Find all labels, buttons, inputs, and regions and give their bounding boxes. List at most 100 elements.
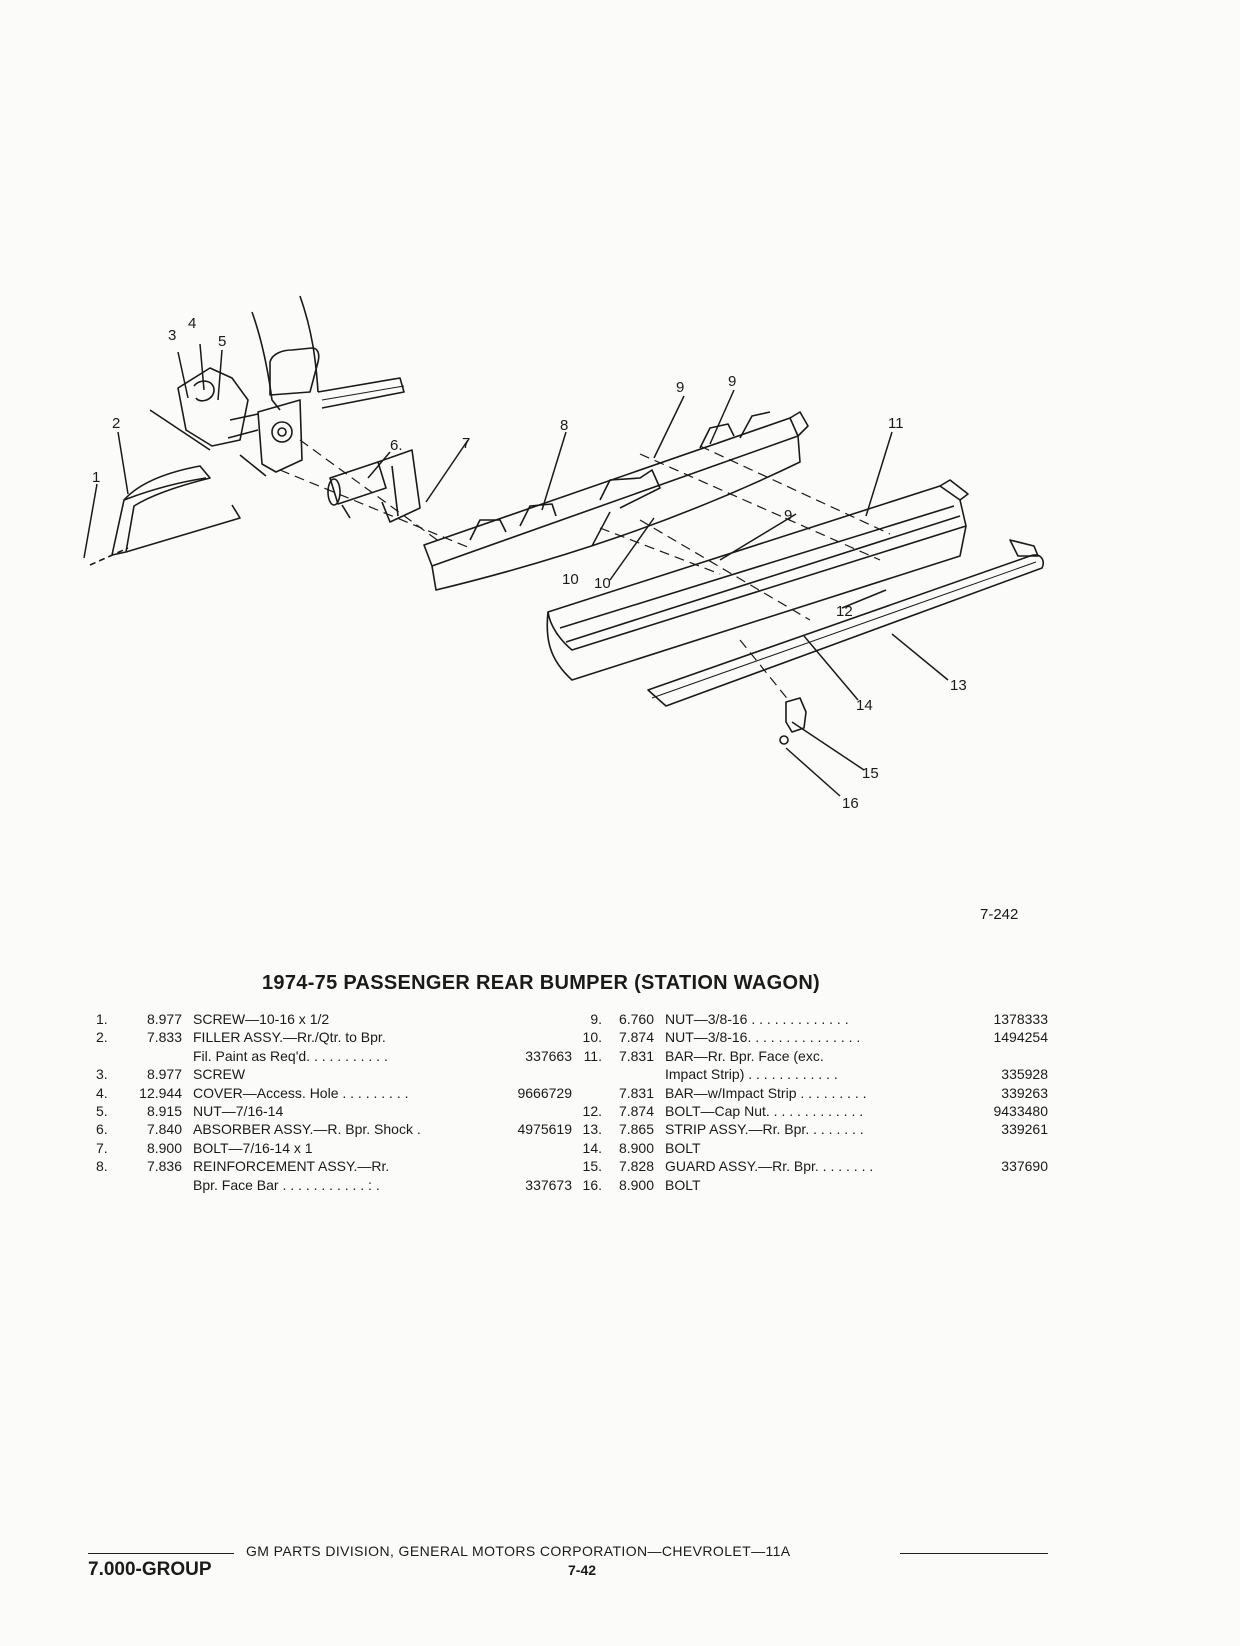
callout-9b: 9 <box>728 373 736 390</box>
item-number: 7. <box>96 1139 108 1156</box>
group-number: 8.977 <box>146 1066 182 1083</box>
part-description: Fil. Paint as Req'd. . . . . . . . . . . <box>193 1047 388 1064</box>
parts-row: 7.831 BAR—w/Impact Strip . . . . . . . . … <box>568 1084 1048 1102</box>
parts-row: 14. 8.900 BOLT <box>568 1139 1048 1157</box>
part-description: SCREW—10-16 x 1/2 <box>193 1011 330 1027</box>
group-number: 7.831 <box>618 1047 654 1064</box>
filler-assembly-drawing <box>89 465 241 566</box>
group-number: 7.828 <box>618 1158 654 1175</box>
part-number: 339261 <box>1001 1121 1048 1138</box>
callout-3: 3 <box>168 327 176 344</box>
impact-strip-drawing <box>647 539 1045 707</box>
parts-row: 2. 7.833 FILLER ASSY.—Rr./Qtr. to Bpr. <box>96 1028 566 1046</box>
group-number: 7.833 <box>146 1029 182 1046</box>
part-number: 337673 <box>525 1176 572 1193</box>
shock-absorber-drawing <box>327 449 421 523</box>
group-label: 7.000-GROUP <box>88 1559 212 1580</box>
callout-10b: 10 <box>594 575 611 592</box>
group-number: 8.900 <box>618 1139 654 1156</box>
callout-1: 1 <box>92 469 100 486</box>
exploded-diagram: 1 2 3 4 5 6. 7 8 9 9 9 10 10 11 12 13 14… <box>83 295 1045 812</box>
callout-10a: 10 <box>562 571 579 588</box>
group-number: 8.900 <box>146 1139 182 1156</box>
item-number: 9. <box>590 1011 602 1027</box>
item-number: 5. <box>96 1102 108 1119</box>
part-description: BOLT <box>665 1176 701 1193</box>
page-number: 7-42 <box>568 1562 597 1578</box>
group-number: 7.840 <box>146 1121 182 1138</box>
part-number: 1378333 <box>993 1011 1048 1027</box>
callout-6: 6. <box>390 437 403 454</box>
item-number: 12. <box>582 1102 602 1119</box>
part-description: BAR—w/Impact Strip . . . . . . . . . <box>665 1084 867 1101</box>
callout-9c: 9 <box>784 507 792 524</box>
item-number: 15. <box>582 1158 602 1175</box>
parts-row: 5. 8.915 NUT—7/16-14 <box>96 1102 566 1120</box>
callout-13: 13 <box>950 677 967 694</box>
callout-7: 7 <box>462 435 470 452</box>
part-number: 339263 <box>1001 1084 1048 1101</box>
group-number: 8.915 <box>146 1102 182 1119</box>
part-description: Impact Strip) . . . . . . . . . . . . <box>665 1066 838 1083</box>
part-description: FILLER ASSY.—Rr./Qtr. to Bpr. <box>193 1029 386 1046</box>
part-description: NUT—7/16-14 <box>193 1102 284 1119</box>
part-description: GUARD ASSY.—Rr. Bpr. . . . . . . . <box>665 1158 874 1175</box>
item-number: 10. <box>582 1029 602 1046</box>
group-number: 7.874 <box>618 1102 654 1119</box>
parts-row: Impact Strip) . . . . . . . . . . . . 335… <box>568 1065 1048 1083</box>
part-description: SCREW <box>193 1066 246 1083</box>
figure-id: 7-242 <box>980 906 1019 923</box>
reinforcement-bar-drawing <box>423 411 809 591</box>
item-number: 4. <box>96 1084 108 1101</box>
parts-row: 7. 8.900 BOLT—7/16-14 x 1 <box>96 1139 566 1157</box>
guard-drawing <box>779 697 807 745</box>
callout-2: 2 <box>112 415 120 432</box>
callout-5: 5 <box>218 333 226 350</box>
part-number: 335928 <box>1001 1066 1048 1083</box>
part-description: BAR—Rr. Bpr. Face (exc. <box>665 1047 824 1064</box>
item-number: 13. <box>582 1121 602 1138</box>
item-number: 3. <box>96 1066 108 1083</box>
group-number: 7.874 <box>618 1029 654 1046</box>
callout-4: 4 <box>188 315 196 332</box>
part-number: 4975619 <box>517 1121 572 1138</box>
callout-12: 12 <box>836 603 853 620</box>
group-number: 7.831 <box>618 1084 654 1101</box>
part-description: BOLT—Cap Nut. . . . . . . . . . . . . <box>665 1102 864 1119</box>
quarter-panel-drawing <box>149 295 405 477</box>
footer-rule-right <box>900 1553 1048 1554</box>
item-number: 1. <box>96 1011 108 1027</box>
parts-row: 4. 12.944 COVER—Access. Hole . . . . . . .… <box>96 1084 572 1102</box>
callout-14: 14 <box>856 697 873 714</box>
parts-row: 16. 8.900 BOLT <box>568 1176 1048 1194</box>
item-number: 6. <box>96 1121 108 1138</box>
item-number: 16. <box>582 1176 602 1193</box>
item-number: 14. <box>582 1139 602 1156</box>
item-number: 11. <box>583 1047 602 1064</box>
part-description: BOLT—7/16-14 x 1 <box>193 1139 313 1156</box>
parts-row: 11. 7.831 BAR—Rr. Bpr. Face (exc. <box>568 1047 1048 1065</box>
item-number: 2. <box>96 1029 108 1046</box>
callout-16: 16 <box>842 795 859 812</box>
part-description: ABSORBER ASSY.—R. Bpr. Shock . <box>193 1121 421 1138</box>
part-description: BOLT <box>665 1139 701 1156</box>
parts-row: 15. 7.828 GUARD ASSY.—Rr. Bpr. . . . . . .… <box>568 1157 1048 1175</box>
callout-15: 15 <box>862 765 879 782</box>
part-description: COVER—Access. Hole . . . . . . . . . <box>193 1084 409 1101</box>
part-description: REINFORCEMENT ASSY.—Rr. <box>193 1158 390 1175</box>
part-number: 9433480 <box>993 1102 1048 1119</box>
part-description: Bpr. Face Bar . . . . . . . . . . . : . <box>193 1176 380 1193</box>
part-description: NUT—3/8-16 . . . . . . . . . . . . . <box>665 1011 849 1027</box>
callout-9a: 9 <box>676 379 684 396</box>
item-number: 8. <box>96 1158 108 1175</box>
parts-row: 6. 7.840 ABSORBER ASSY.—R. Bpr. Shock . 497… <box>96 1120 572 1138</box>
group-number: 12.944 <box>139 1084 182 1101</box>
group-number: 8.900 <box>618 1176 654 1193</box>
part-number: 9666729 <box>517 1084 572 1101</box>
